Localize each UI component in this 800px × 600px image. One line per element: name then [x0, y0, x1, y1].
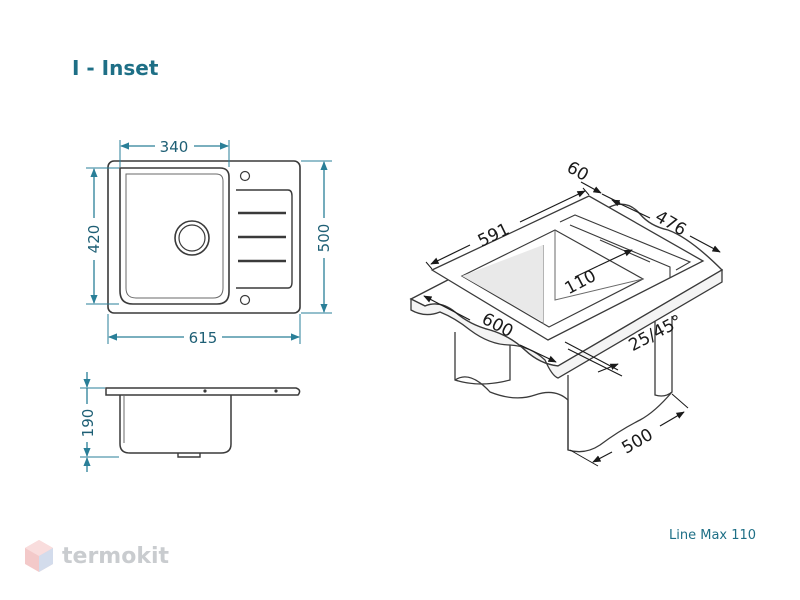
side-drain: [177, 453, 201, 458]
iso-view: 591 60 476 110 600 25/45° 500: [409, 158, 724, 467]
hexagon-icon: [25, 540, 53, 572]
iso-bowl-shadow: [462, 245, 543, 322]
dim-bowl-depth: 420: [85, 225, 103, 254]
brand-logo: termokit: [24, 536, 169, 576]
top-view: 340 615 420 500: [85, 138, 333, 347]
dim-height: 190: [79, 409, 97, 438]
dim-total-width: 615: [189, 329, 218, 347]
dim-rim: 60: [563, 158, 592, 186]
page-title: I - Inset: [72, 56, 159, 80]
overflow-hole: [239, 294, 251, 306]
drain-inner: [178, 224, 206, 252]
side-view: 190: [79, 372, 301, 472]
sink-outline: [107, 160, 301, 314]
drain-outer: [174, 220, 210, 256]
cabinet-bottom-edge: [454, 376, 673, 453]
dim-cabinet-depth: 500: [618, 425, 656, 459]
dim-total-depth: 500: [315, 224, 333, 253]
tap-hole: [239, 170, 251, 182]
bowl-outline: [119, 167, 230, 305]
iso-drainer-step: [559, 214, 692, 271]
side-bowl: [119, 395, 232, 454]
dim-bowl-width: 340: [160, 138, 189, 156]
model-name: Line Max 110: [669, 528, 757, 543]
bowl-inner: [125, 173, 224, 299]
brand-name: termokit: [62, 543, 170, 569]
countertop-front: [410, 268, 723, 379]
side-rim: [105, 387, 301, 396]
drainer-board: [236, 189, 293, 289]
